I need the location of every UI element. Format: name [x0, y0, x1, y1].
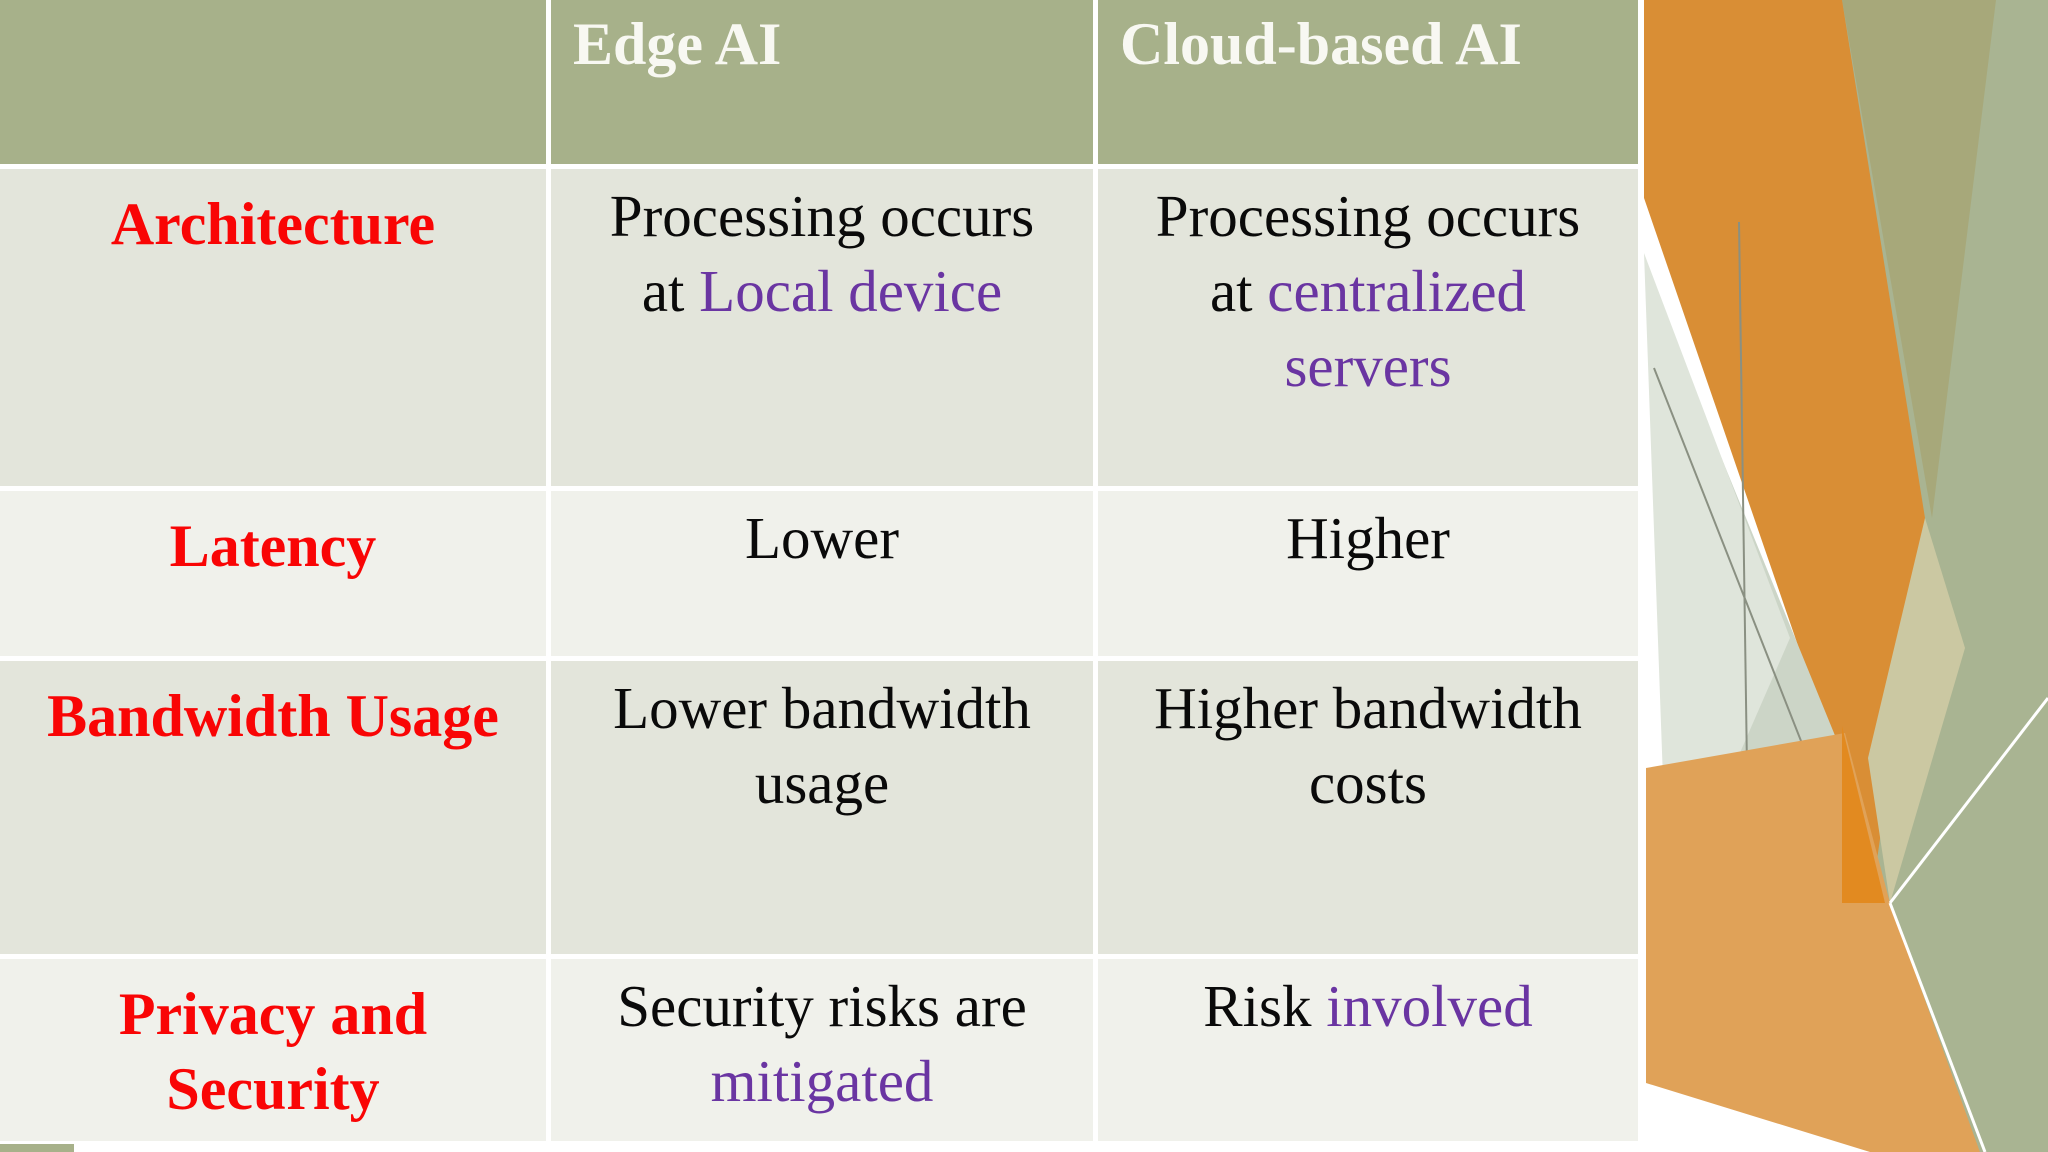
ribbon-gray-light-triangle	[1644, 253, 1790, 918]
ribbon-sage-bottom	[1890, 698, 2048, 1152]
ribbon-white-edge-line-2	[1888, 902, 1987, 1152]
row-label-bandwidth: Bandwidth Usage	[0, 661, 546, 954]
cell-latency-cloud: Higher	[1098, 491, 1638, 656]
plain-text: Security risks are	[617, 973, 1027, 1039]
ribbon-khaki-band	[1842, 0, 1996, 518]
ribbon-tan-band	[1868, 518, 1965, 903]
highlighted-text: involved	[1326, 973, 1533, 1039]
cell-bandwidth-edge: Lower bandwidth usage	[551, 661, 1093, 954]
cell-privacy-cloud: Risk involved	[1098, 959, 1638, 1141]
cell-bandwidth-cloud: Higher bandwidth costs	[1098, 661, 1638, 954]
header-cell-cloud-ai: Cloud-based AI	[1098, 0, 1638, 164]
cell-architecture-cloud: Processing occurs at centralized servers	[1098, 169, 1638, 486]
highlighted-text: Local device	[699, 257, 1003, 324]
cell-latency-edge: Lower	[551, 491, 1093, 656]
plain-text: Processing occurs at	[1155, 183, 1581, 324]
cell-architecture-edge: Processing occurs at Local device	[551, 169, 1093, 486]
plain-text: Lower bandwidth usage	[613, 675, 1031, 816]
row-label-architecture: Architecture	[0, 169, 546, 486]
cell-privacy-edge: Security risks are mitigated	[551, 959, 1093, 1141]
row-label-latency: Latency	[0, 491, 546, 656]
header-cell-empty	[0, 0, 546, 164]
ribbon-orange-light-band	[1646, 733, 1980, 1152]
ribbon-white-edge-line-1	[1888, 697, 2048, 904]
ribbon-orange-main	[1644, 0, 1925, 910]
header-cell-edge-ai: Edge AI	[551, 0, 1093, 164]
ribbon-orange-bright-triangle	[1842, 726, 1885, 903]
row-label-privacy-security: Privacy and Security	[0, 959, 546, 1141]
plain-text: Risk	[1203, 973, 1327, 1039]
bottom-left-accent-chip	[0, 1144, 74, 1152]
plain-text: Higher bandwidth costs	[1154, 675, 1582, 816]
plain-text: Higher	[1286, 505, 1450, 571]
highlighted-text: centralized servers	[1267, 257, 1527, 399]
background-ribbon-decoration	[1644, 0, 2048, 1152]
comparison-table: Edge AI Cloud-based AI Architecture Proc…	[0, 0, 1638, 1141]
highlighted-text: mitigated	[710, 1047, 934, 1114]
plain-text: Processing occurs at	[609, 183, 1035, 324]
plain-text: Lower	[745, 505, 899, 571]
